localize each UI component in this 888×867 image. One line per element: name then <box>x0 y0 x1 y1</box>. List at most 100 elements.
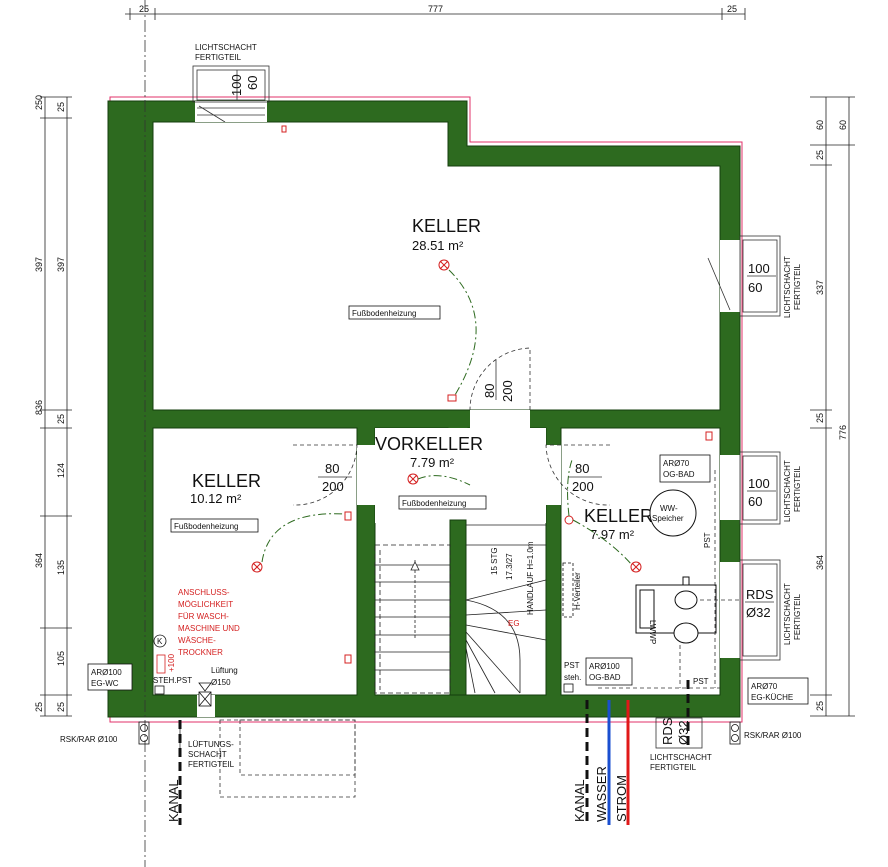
h-verteiler <box>562 562 574 618</box>
room-keller-main-name: KELLER <box>412 216 481 236</box>
dim-left-25c: 25 <box>34 702 44 712</box>
anschluss-l4: MASCHINE UND <box>178 624 240 633</box>
lightwell-right-mid-h: 60 <box>748 494 762 509</box>
ar100-ogbad-l2: OG-BAD <box>589 673 621 682</box>
dim-left-397a: 397 <box>34 257 44 272</box>
right-dimension-labels: 60 25 337 25 364 25 60 776 <box>815 120 848 711</box>
door-stair-w: 80 <box>482 384 497 398</box>
ar70-ogbad-box <box>659 454 711 483</box>
stair-core-wall <box>449 519 467 696</box>
dim-top-main: 777 <box>428 4 443 14</box>
lueftung-l1: Lüftung <box>211 666 238 675</box>
switch-wiring <box>261 269 633 566</box>
strom-label: STROM <box>614 775 629 822</box>
lightwell-right-lower-label1: LICHTSCHACHT <box>783 583 792 645</box>
lightwell-right-mid-w: 100 <box>748 476 770 491</box>
door-left-w: 80 <box>325 461 339 476</box>
door-right-h: 200 <box>572 479 594 494</box>
room-keller-main-area: 28.51 m² <box>412 238 464 253</box>
rds-bottom-2: Ø32 <box>676 720 691 745</box>
floor-heating-vorkeller: Fußbodenheizung <box>402 499 467 508</box>
stair-ratio: 17.3/27 <box>505 553 514 580</box>
pst-label-bottom: PST <box>693 677 709 686</box>
ar100-wc-box <box>87 663 133 691</box>
rsk-left-icon <box>138 721 150 745</box>
anschluss-l2: MÖGLICHKEIT <box>178 600 233 609</box>
dim-left-364: 364 <box>34 553 44 568</box>
dim-right-60a: 60 <box>815 120 825 130</box>
ar100-wc-l1: ARØ100 <box>91 668 122 677</box>
door-right-w: 80 <box>575 461 589 476</box>
lueftung-l2: Ø150 <box>211 678 231 687</box>
lightwell-top-label1: LICHTSCHACHT <box>195 43 257 52</box>
ar70-egkueche-box <box>747 677 809 705</box>
h-verteiler-label: H-Verteiler <box>573 572 582 610</box>
floor-heating-left: Fußbodenheizung <box>174 522 239 531</box>
lightwell-top <box>192 65 270 123</box>
lightwell-top-h: 60 <box>245 76 260 90</box>
staircase <box>374 524 547 694</box>
dim-left-25d: 25 <box>56 702 66 712</box>
anschluss-l5: WÄSCHE- <box>178 636 216 645</box>
anschluss-l1: ANSCHLUSS- <box>178 588 230 597</box>
dim-left-25b: 25 <box>56 414 66 424</box>
ww-speicher-icon <box>649 489 697 537</box>
ar100-wc-l2: EG-WC <box>91 679 119 688</box>
lightwell-right-upper-h: 60 <box>748 280 762 295</box>
lightwell-right-lower-label2: FERTIGTEIL <box>793 593 802 640</box>
dim-left-105: 105 <box>56 651 66 666</box>
lightwell-bottom-right-label2: FERTIGTEIL <box>650 763 697 772</box>
kanal-left-label: KANAL <box>166 779 181 822</box>
room-keller-left-area: 10.12 m² <box>190 491 242 506</box>
rsk-right-label: RSK/RAR Ø100 <box>744 731 802 740</box>
lightwell-right-mid-label1: LICHTSCHACHT <box>783 460 792 522</box>
lightwell-right-lower <box>739 559 781 661</box>
floor-heating-tags <box>170 305 487 533</box>
pst-label-right: PST <box>703 532 712 548</box>
lightwell-right-mid-label2: FERTIGTEIL <box>793 465 802 512</box>
plus100-label: +100 <box>167 653 176 672</box>
lueftungsschacht-l1: LÜFTUNGS- <box>188 740 234 749</box>
ww-speicher-l2: Speicher <box>652 514 684 523</box>
pst-ogbad-l1: PST <box>564 661 580 670</box>
door-left-h: 200 <box>322 479 344 494</box>
stair-steps: 15 STG <box>490 547 499 575</box>
anschluss-l3: FÜR WASCH- <box>178 612 229 621</box>
ar100-ogbad-l1: ARØ100 <box>589 662 620 671</box>
wasser-label: WASSER <box>594 766 609 822</box>
door-stair-h: 200 <box>500 380 515 402</box>
dim-right-25c: 25 <box>815 701 825 711</box>
room-keller-right-area: 7.97 m² <box>590 527 635 542</box>
kanal-right-label: KANAL <box>572 779 587 822</box>
top-dimension <box>125 8 746 20</box>
dim-top-right: 25 <box>727 4 737 14</box>
door-swings <box>292 347 611 506</box>
lightwell-right-upper-label2: FERTIGTEIL <box>793 263 802 310</box>
handlauf-label: HANDLAUF H=1.0m <box>526 541 535 615</box>
dim-right-776: 776 <box>838 425 848 440</box>
ar100-ogbad-box <box>585 657 633 686</box>
room-vorkeller-area: 7.79 m² <box>410 455 455 470</box>
building-outline <box>109 96 743 723</box>
dim-right-25b: 25 <box>815 413 825 423</box>
outlet-symbols <box>156 654 166 674</box>
ar70-egkueche-l1: ARØ70 <box>751 682 778 691</box>
lightwell-bottom-right-label1: LICHTSCHACHT <box>650 753 712 762</box>
dim-left-250: 250 <box>34 95 44 110</box>
light-fixtures <box>251 125 713 664</box>
dim-left-836: 836 <box>34 400 44 415</box>
ar70-ogbad-l1: ARØ70 <box>663 459 690 468</box>
room-keller-right-name: KELLER <box>584 506 653 526</box>
lightwell-right-upper <box>707 235 781 317</box>
left-dimension-labels: 250 397 836 25 397 25 124 364 135 105 25… <box>34 95 66 712</box>
lueftungsschacht-l3: FERTIGTEIL <box>188 760 235 769</box>
k-label: K <box>157 637 163 646</box>
lwwp-label: LWWP <box>648 620 657 644</box>
dim-left-25a: 25 <box>56 102 66 112</box>
pst-icon-right <box>563 683 574 693</box>
steh-pst-label: STEH.PST <box>153 676 192 685</box>
rds-right-l2: Ø32 <box>746 605 771 620</box>
room-keller-left-name: KELLER <box>192 471 261 491</box>
rsk-right-icon <box>729 721 741 745</box>
k-marker <box>153 634 167 648</box>
